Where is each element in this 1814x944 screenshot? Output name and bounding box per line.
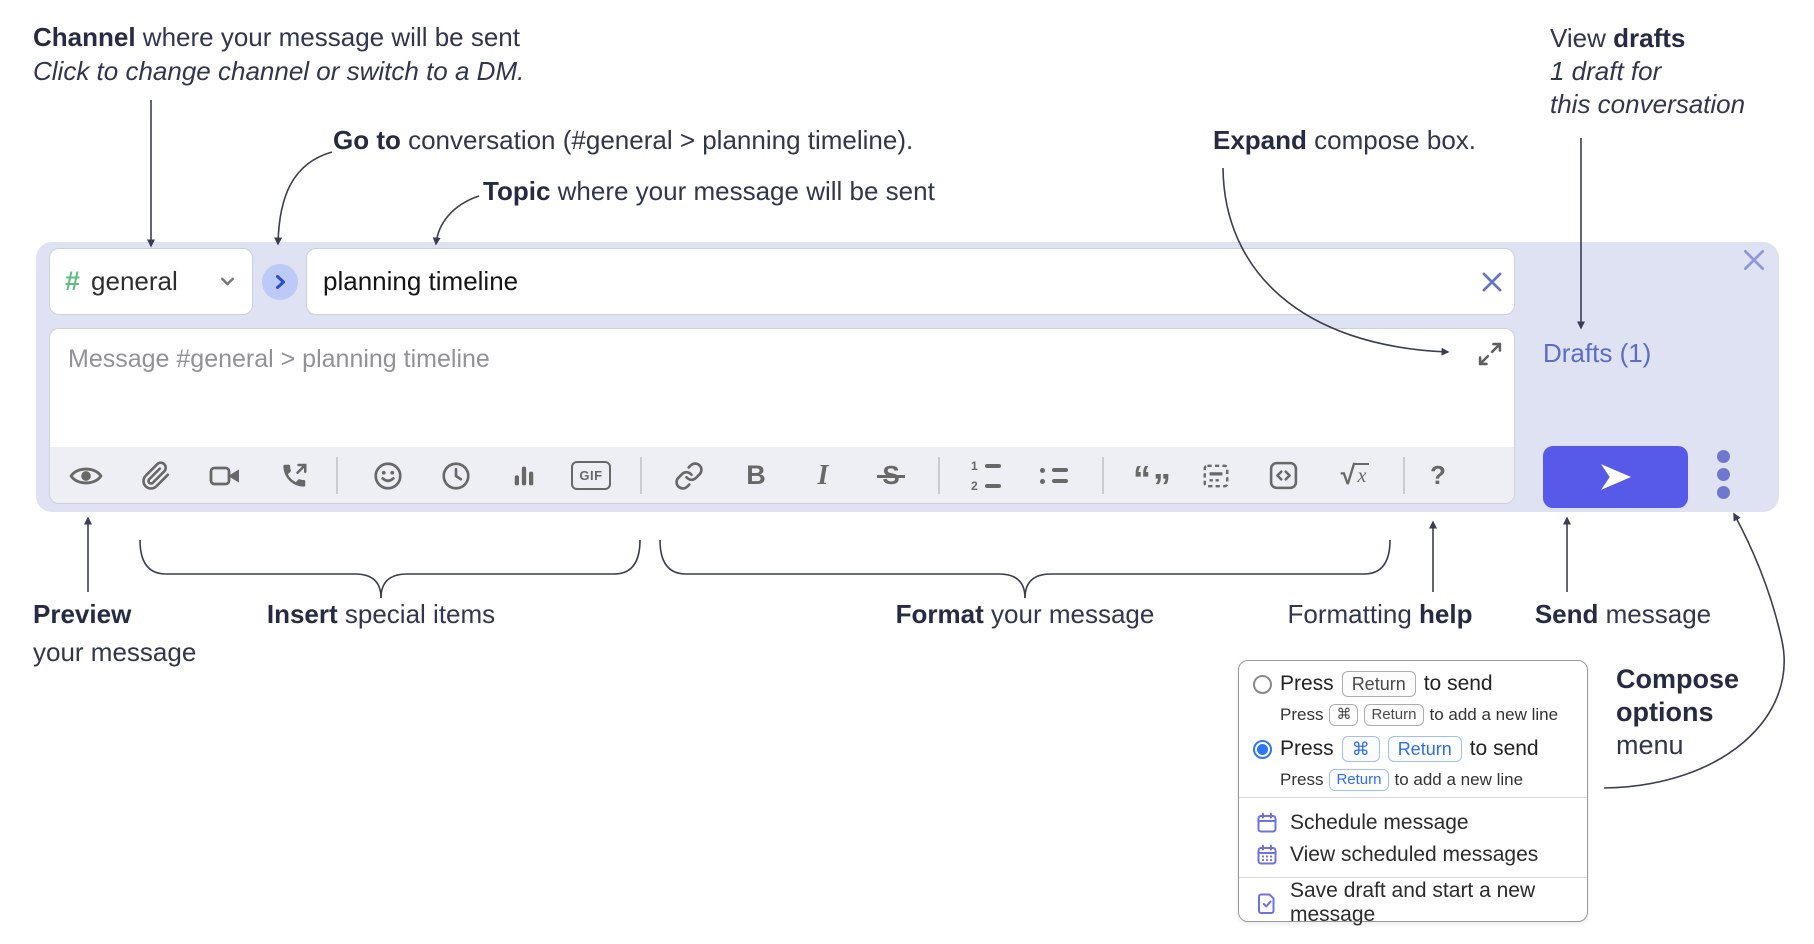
option-press-cmd-return-subtext: Press Return to add a new line bbox=[1280, 769, 1524, 791]
emoji-button[interactable] bbox=[366, 447, 410, 503]
go-to-conversation-button[interactable] bbox=[262, 264, 298, 300]
math-button[interactable]: √x bbox=[1329, 447, 1381, 503]
calendar-icon bbox=[1255, 811, 1279, 835]
message-input[interactable] bbox=[50, 329, 1514, 447]
attach-file-button[interactable] bbox=[134, 447, 178, 503]
calendar-dots-icon bbox=[1255, 843, 1279, 867]
gif-button[interactable]: GIF bbox=[569, 447, 613, 503]
option-press-cmd-return-to-send[interactable]: Press ⌘ Return to send bbox=[1239, 734, 1587, 764]
chevron-down-icon bbox=[218, 272, 237, 291]
save-draft-icon bbox=[1255, 891, 1279, 915]
annotation-format: Format your message bbox=[895, 599, 1155, 629]
key-return: Return bbox=[1364, 704, 1424, 726]
quote-icon: “” bbox=[1133, 457, 1171, 504]
phone-call-icon bbox=[279, 461, 309, 491]
spoiler-button[interactable] bbox=[1194, 447, 1238, 503]
message-compose-area: GIF B I S bbox=[49, 328, 1515, 504]
bulleted-list-button[interactable] bbox=[1031, 447, 1075, 503]
expand-compose-icon[interactable] bbox=[1476, 340, 1504, 368]
kebab-dot bbox=[1716, 486, 1730, 499]
video-camera-icon bbox=[209, 460, 241, 492]
annotation-compose-options: Compose options menu bbox=[1616, 664, 1740, 760]
link-button[interactable] bbox=[667, 447, 711, 503]
poll-button[interactable] bbox=[502, 447, 546, 503]
kebab-dot bbox=[1716, 450, 1730, 463]
paperclip-icon bbox=[141, 460, 171, 491]
italic-button[interactable]: I bbox=[801, 447, 845, 503]
key-return: Return bbox=[1387, 736, 1462, 762]
key-return: Return bbox=[1341, 671, 1416, 697]
strikethrough-button[interactable]: S bbox=[869, 447, 913, 503]
compose-box: # general bbox=[36, 242, 1779, 512]
numbered-list-icon: 1 2 bbox=[971, 459, 1001, 493]
code-button[interactable] bbox=[1261, 447, 1305, 503]
quote-button[interactable]: “” bbox=[1127, 447, 1177, 504]
bar-chart-icon bbox=[509, 461, 539, 491]
bulleted-list-icon bbox=[1038, 467, 1068, 484]
toolbar-divider bbox=[1403, 457, 1405, 494]
send-plane-icon bbox=[1598, 459, 1634, 495]
compose-options-popup: Press Return to send Press ⌘ Return to a… bbox=[1238, 660, 1588, 926]
annotation-topic: Topic where your message will be sent bbox=[483, 176, 935, 206]
chevron-right-icon bbox=[270, 272, 290, 292]
drafts-link[interactable]: Drafts (1) bbox=[1543, 338, 1652, 368]
gif-icon: GIF bbox=[571, 461, 611, 490]
annotation-send: Send message bbox=[1534, 599, 1712, 629]
annotation-insert: Insert special items bbox=[266, 599, 496, 629]
clock-icon bbox=[440, 460, 472, 492]
bold-icon: B bbox=[746, 460, 766, 490]
video-call-button[interactable] bbox=[203, 447, 247, 503]
annotation-formatting-help: Formatting help bbox=[1287, 599, 1473, 629]
link-icon bbox=[674, 461, 704, 491]
topic-clear-icon[interactable] bbox=[1470, 260, 1514, 304]
topic-field bbox=[306, 248, 1515, 315]
toolbar-divider bbox=[336, 457, 338, 494]
toolbar-divider bbox=[1102, 457, 1104, 494]
code-icon bbox=[1268, 460, 1299, 491]
question-mark-icon: ? bbox=[1430, 460, 1446, 490]
annotation-go-to: Go to conversation (#general > planning … bbox=[333, 125, 914, 155]
radio-selected-icon[interactable] bbox=[1253, 739, 1272, 759]
radio-unselected-icon[interactable] bbox=[1253, 674, 1272, 694]
preview-button[interactable] bbox=[64, 447, 108, 503]
compose-options-menu-button[interactable] bbox=[1716, 450, 1730, 499]
key-cmd: ⌘ bbox=[1341, 736, 1380, 762]
menu-item-view-scheduled-messages[interactable]: View scheduled messages bbox=[1239, 839, 1587, 871]
smiley-icon bbox=[372, 460, 404, 492]
topic-input[interactable] bbox=[307, 249, 1470, 314]
option-press-return-to-send[interactable]: Press Return to send bbox=[1239, 669, 1587, 699]
global-time-button[interactable] bbox=[434, 447, 478, 503]
close-compose-icon[interactable] bbox=[1739, 245, 1769, 275]
italic-icon: I bbox=[817, 459, 829, 491]
send-button[interactable] bbox=[1543, 446, 1688, 508]
toolbar-divider bbox=[640, 457, 642, 494]
spoiler-icon bbox=[1201, 461, 1231, 491]
annotation-expand: Expand compose box. bbox=[1213, 125, 1477, 155]
key-cmd: ⌘ bbox=[1329, 704, 1359, 726]
channel-hash-icon: # bbox=[65, 266, 81, 296]
audio-call-button[interactable] bbox=[272, 447, 316, 503]
strikethrough-icon: S bbox=[877, 460, 905, 491]
popup-divider bbox=[1239, 797, 1587, 798]
popup-divider bbox=[1239, 877, 1587, 878]
bold-button[interactable]: B bbox=[734, 447, 778, 503]
kebab-dot bbox=[1716, 468, 1730, 481]
annotation-view-drafts: View drafts 1 draft for this conversatio… bbox=[1550, 23, 1746, 119]
menu-item-save-draft[interactable]: Save draft and start a new message bbox=[1239, 879, 1587, 926]
compose-toolbar: GIF B I S bbox=[50, 447, 1514, 504]
annotation-preview: Preview your message bbox=[33, 599, 197, 667]
option-press-return-subtext: Press ⌘ Return to add a new line bbox=[1280, 704, 1559, 726]
numbered-list-button[interactable]: 1 2 bbox=[964, 447, 1008, 503]
eye-icon bbox=[69, 459, 103, 493]
annotation-channel: Channel where your message will be sent … bbox=[33, 22, 525, 86]
menu-item-schedule-message[interactable]: Schedule message bbox=[1239, 807, 1587, 839]
key-return: Return bbox=[1329, 769, 1389, 791]
channel-selector[interactable]: # general bbox=[49, 248, 253, 315]
toolbar-divider bbox=[938, 457, 940, 494]
math-icon: √x bbox=[1341, 460, 1370, 491]
channel-name: general bbox=[91, 266, 178, 296]
message-formatting-help-button[interactable]: ? bbox=[1416, 447, 1460, 503]
